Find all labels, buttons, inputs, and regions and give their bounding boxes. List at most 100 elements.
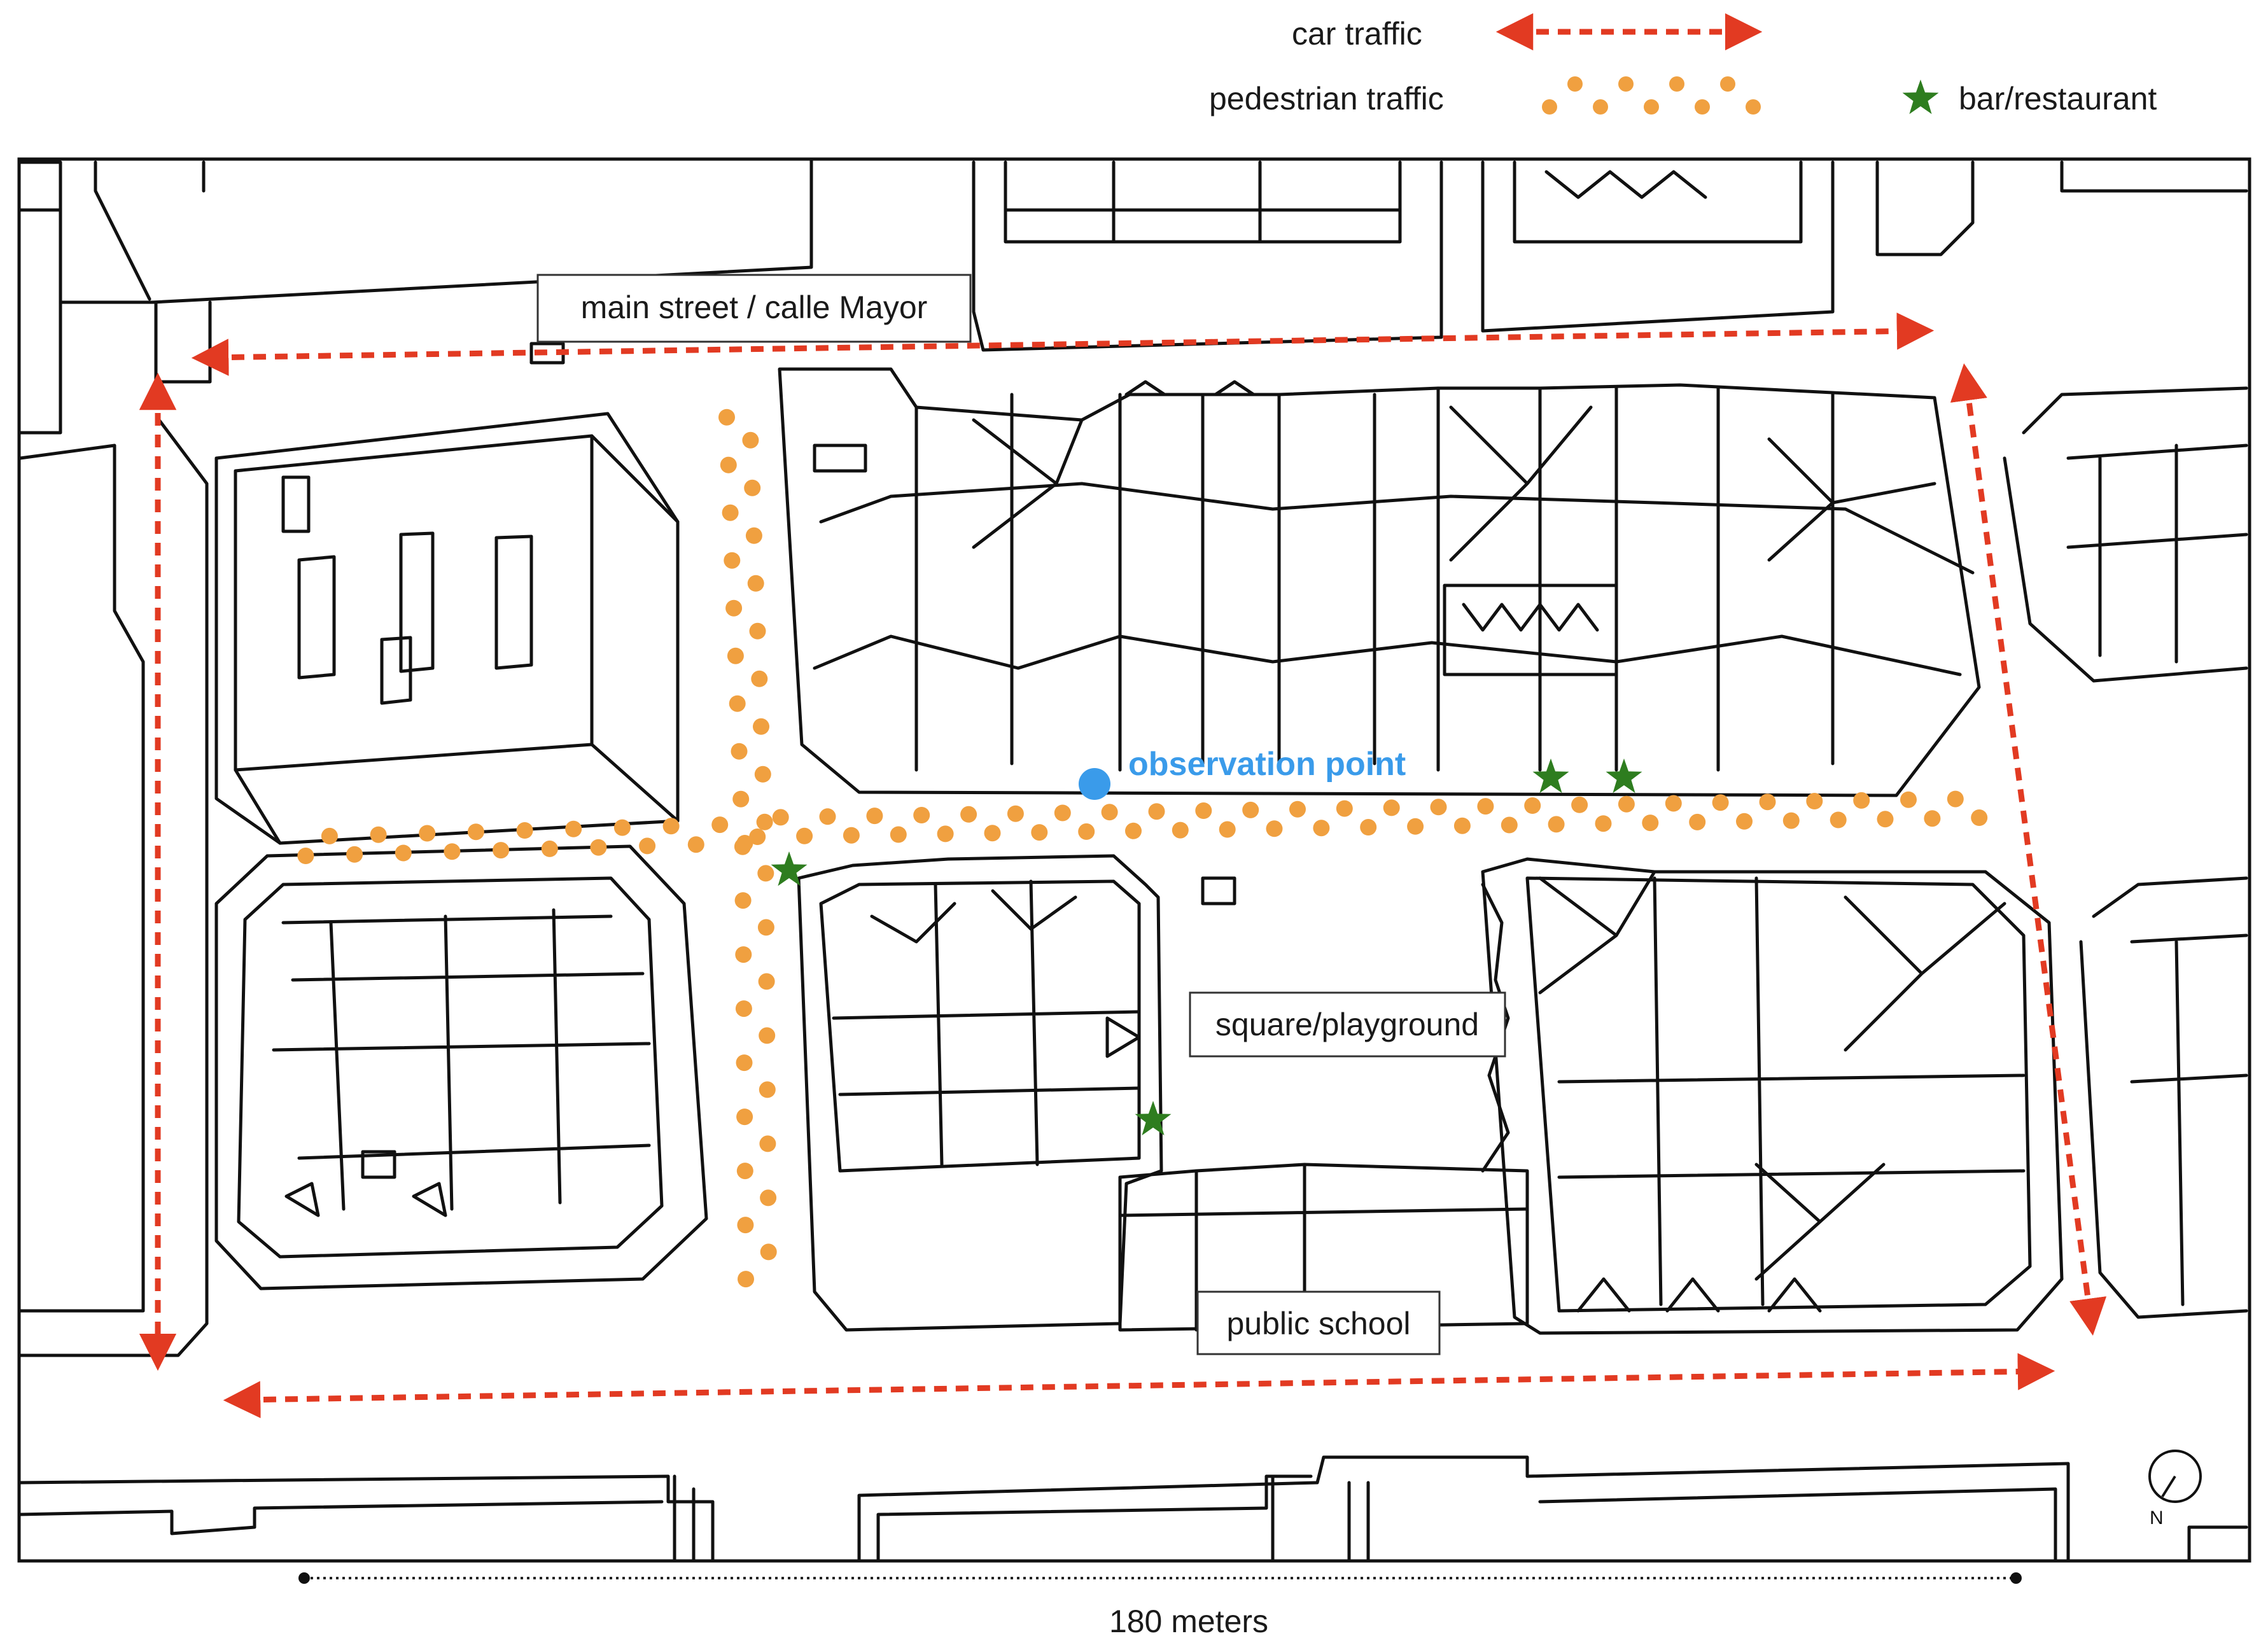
main-street-label-box: main street / calle Mayor xyxy=(536,274,972,343)
building-bottom-left xyxy=(18,1474,715,1561)
legend-bar-icon xyxy=(1902,80,1939,115)
pedestrian-dot xyxy=(760,1189,777,1206)
dot-icon xyxy=(1079,768,1110,800)
pedestrian-dot xyxy=(1542,99,1557,115)
pedestrian-dot xyxy=(754,766,771,783)
pedestrian-dot xyxy=(744,479,761,496)
pedestrian-dot xyxy=(1101,804,1118,821)
pedestrian-dot xyxy=(720,456,737,473)
pedestrian-dot xyxy=(843,827,860,844)
pedestrian-dot xyxy=(724,552,741,569)
building-right-upper-roofs xyxy=(2066,444,2248,664)
pedestrian-dot xyxy=(890,826,907,843)
building-top-far-right xyxy=(1875,160,2248,256)
pedestrian-dot xyxy=(747,575,764,592)
pedestrian-dot xyxy=(1524,797,1541,814)
pedestrian-dot xyxy=(1148,803,1165,820)
pedestrian-dot xyxy=(738,1271,754,1288)
north-label: N xyxy=(2150,1507,2164,1528)
pedestrian-dot xyxy=(734,892,752,909)
pedestrian-dot xyxy=(541,840,558,857)
pedestrian-dot xyxy=(1007,805,1024,822)
pedestrian-dot xyxy=(1782,812,1800,829)
square-label-box: square/playground xyxy=(1189,991,1506,1058)
building-block-north-dividers xyxy=(914,386,1835,772)
pedestrian-dot xyxy=(1548,816,1565,833)
pedestrian-dot xyxy=(736,1054,753,1072)
pedestrian-dot xyxy=(729,695,746,712)
legend: car traffic pedestrian traffic bar/resta… xyxy=(1209,13,2157,116)
pedestrian-dot xyxy=(1720,76,1735,92)
star-icon xyxy=(771,851,808,886)
pedestrian-dot xyxy=(1430,799,1447,816)
pedestrian-dot xyxy=(370,826,387,843)
building-top-right-inner xyxy=(1513,160,1803,244)
pedestrian-dot xyxy=(1266,820,1283,837)
pedestrian-dot xyxy=(742,431,759,449)
pedestrian-dot xyxy=(1712,794,1729,811)
building-right-lower-roofs xyxy=(2130,933,2248,1306)
pedestrian-dot xyxy=(1289,801,1306,818)
observation-point-label: observation point xyxy=(1128,746,1406,783)
pedestrian-dot xyxy=(819,808,836,825)
pedestrian-dot xyxy=(687,836,704,853)
pedestrian-dot xyxy=(1900,791,1917,808)
pedestrian-dot xyxy=(725,599,743,617)
pedestrian-dot xyxy=(1571,796,1588,813)
pedestrian-dot xyxy=(736,1108,753,1126)
building-top-right xyxy=(1481,160,1835,333)
building-bottom-left-edge xyxy=(673,1474,696,1561)
pedestrian-dot xyxy=(1313,820,1330,837)
star-icon xyxy=(1135,1101,1172,1136)
building-block-south-west-details xyxy=(1105,876,1236,1058)
building-left-column-curb xyxy=(18,418,209,1357)
building-bottom-corner xyxy=(2187,1525,2248,1561)
pedestrian-dot xyxy=(718,409,735,426)
car-traffic xyxy=(139,312,2107,1418)
pedestrian-dot xyxy=(984,825,1001,842)
school-label: public school xyxy=(1226,1306,1410,1341)
legend-car-label: car traffic xyxy=(1292,16,1422,52)
building-block-north-details xyxy=(813,380,1256,473)
building-block-south-east-inner xyxy=(1525,876,2032,1313)
pedestrian-dot xyxy=(1360,819,1377,835)
pedestrian-dot xyxy=(1669,76,1684,92)
building-top-mid-inner xyxy=(1004,160,1402,244)
pedestrian-dot xyxy=(565,820,582,837)
pedestrian-dot xyxy=(1407,818,1424,835)
pedestrian-dot xyxy=(1642,815,1659,832)
pedestrian-dot xyxy=(1595,815,1612,832)
car-route-right xyxy=(1950,363,2107,1336)
pedestrian-dot xyxy=(1172,821,1189,839)
pedestrian-dot xyxy=(735,1000,752,1017)
main-street-label: main street / calle Mayor xyxy=(581,290,928,325)
legend-pedestrian-dots xyxy=(1542,76,1761,115)
pedestrian-dot xyxy=(756,813,773,830)
legend-pedestrian-label: pedestrian traffic xyxy=(1209,81,1444,116)
building-block-south-east-dividers xyxy=(1557,876,2026,1306)
pedestrian-dot xyxy=(1877,811,1894,828)
pedestrian-dot xyxy=(346,846,363,863)
pedestrian-dot xyxy=(1644,99,1659,115)
rooftop-unit xyxy=(281,475,311,533)
pedestrian-dot xyxy=(732,790,750,808)
building-top-mid xyxy=(972,160,1443,352)
school-label-box: public school xyxy=(1196,1290,1441,1355)
scale-label: 180 meters xyxy=(1109,1604,1268,1636)
building-block-upper-left-edges xyxy=(234,434,680,845)
pedestrian-dot xyxy=(590,839,607,856)
square-boundary xyxy=(1481,883,1510,1173)
pedestrian-dot xyxy=(736,1163,753,1180)
building-block-south-west xyxy=(797,854,1163,1332)
building-right-upper xyxy=(2003,386,2248,683)
pedestrian-dot xyxy=(751,670,768,687)
building-block-lower-left-inner xyxy=(237,876,664,1259)
pedestrian-dot xyxy=(737,1217,754,1234)
building-left-edge xyxy=(18,208,62,435)
pedestrian-dot xyxy=(467,823,484,841)
pedestrian-dot xyxy=(297,848,314,864)
pedestrian-dot xyxy=(1195,802,1212,819)
building-block-upper-left-inner xyxy=(234,434,594,772)
pedestrian-dot xyxy=(321,827,338,844)
